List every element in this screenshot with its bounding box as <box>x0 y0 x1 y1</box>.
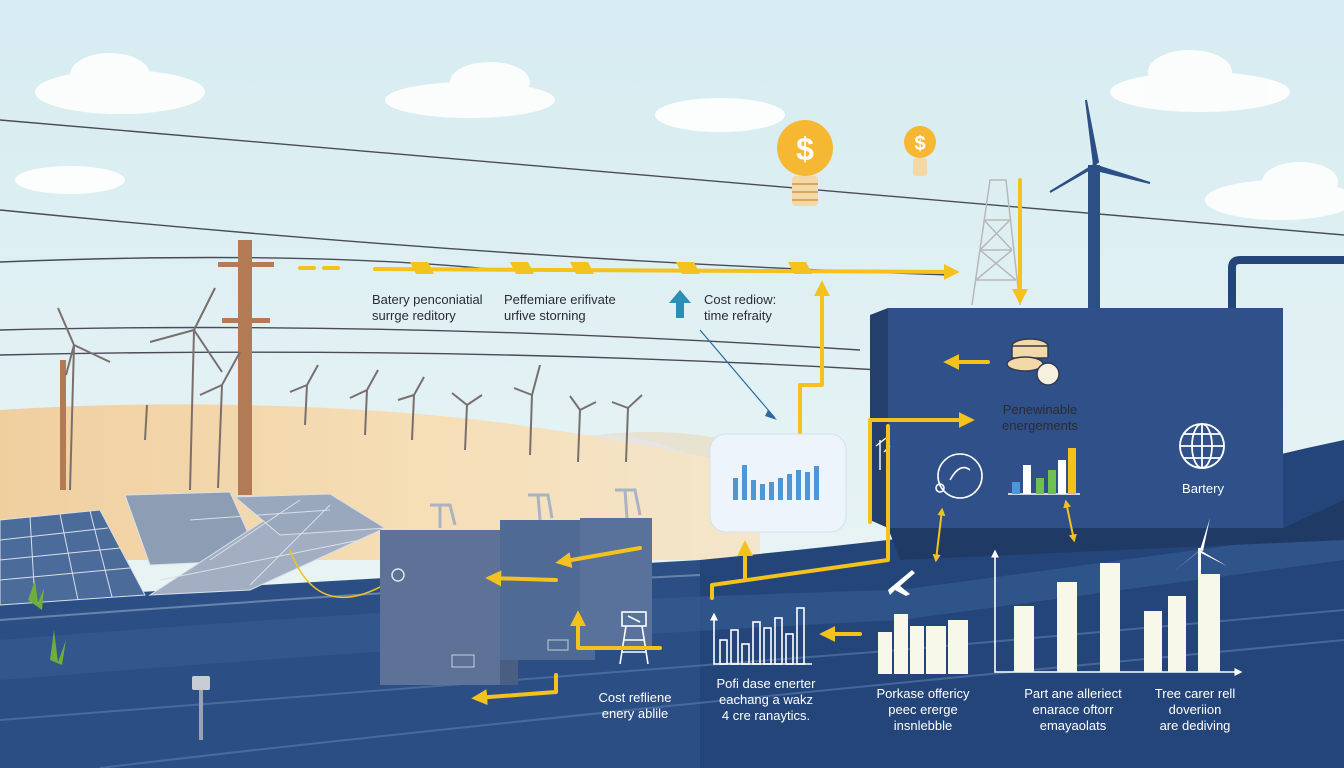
lattice-tower <box>971 179 1021 306</box>
meter-post <box>192 676 210 740</box>
part-alert-label: Part ane alleriect enarace oftorr emayao… <box>1010 686 1136 734</box>
coins-icon <box>1006 338 1060 386</box>
label-line: enery ablile <box>601 706 669 721</box>
svg-text:$: $ <box>914 133 925 155</box>
tree-career-label: Tree carer rell doveriion are dediving <box>1138 686 1252 734</box>
flow-arrows <box>298 178 1077 706</box>
dollar-bulb-icon: $ $ <box>777 120 936 206</box>
axis-bar-chart <box>991 549 1243 676</box>
power-pole <box>60 240 274 495</box>
label-line: energements <box>1002 418 1078 433</box>
airplane-icon <box>888 570 915 596</box>
label-line: emayaolats <box>1039 718 1107 733</box>
road-band <box>0 530 1344 680</box>
svg-text:$: $ <box>796 131 814 167</box>
battery-label: Bartery <box>1168 481 1238 497</box>
callout-pointer <box>699 329 776 419</box>
label-line: Batery penconiatial <box>372 292 483 307</box>
solar-panel-icon <box>0 491 387 606</box>
label-line: insnlebble <box>893 718 953 733</box>
label-line: are dediving <box>1159 718 1231 733</box>
globe-icon <box>1179 423 1225 469</box>
label-line: eachang a wakz <box>719 692 813 707</box>
dashboard-chart-icon <box>709 433 847 533</box>
up-arrow-icon <box>669 290 691 318</box>
performance-private-label: Peffemiare erifivate urfive storning <box>504 292 616 324</box>
pipe <box>1228 256 1344 310</box>
label-line: enarace oftorr <box>1032 702 1114 717</box>
label-line: Bartery <box>1182 481 1224 496</box>
wind-turbine-icon <box>1173 518 1227 574</box>
bg-turbines <box>57 287 643 491</box>
power-lines <box>0 119 1344 371</box>
label-line: Part ane alleriect <box>1024 686 1122 701</box>
label-line: Porkase offericy <box>876 686 970 701</box>
label-line: time refraity <box>704 308 772 323</box>
label-line: doveriion <box>1168 702 1222 717</box>
clouds <box>15 50 1344 220</box>
grass <box>28 580 66 665</box>
cost-reduction-label: Cost rediow: time refraity <box>704 292 776 324</box>
label-line: Pofi dase enerter <box>716 676 816 691</box>
battery-potential-label: Batery penconiatial surrge reditory <box>372 292 483 324</box>
purchase-efficiency-label: Porkase offericy peec ererge insnlebble <box>866 686 980 734</box>
label-line: 4 cre ranaytics. <box>721 708 811 723</box>
label-line: Penewinable <box>1002 402 1078 417</box>
wind-turbine-large <box>1049 99 1151 310</box>
battery-cabinets <box>380 488 652 685</box>
label-line: Tree carer rell <box>1154 686 1236 701</box>
filled-bar-chart <box>878 614 968 674</box>
meter-icon <box>619 611 649 665</box>
label-line: urfive storning <box>504 308 586 323</box>
outline-bar-chart <box>710 607 812 665</box>
storage-box <box>870 308 1344 560</box>
label-line: Cost rediow: <box>704 292 777 307</box>
label-line: peec ererge <box>888 702 958 717</box>
label-line: Peffemiare erifivate <box>504 292 616 307</box>
cost-resilience-label: Cost refliene enery ablile <box>582 690 688 722</box>
peak-energy-label: Pofi dase enerter eachang a wakz 4 cre r… <box>703 676 829 724</box>
label-line: surrge reditory <box>372 308 456 323</box>
box-bar-chart <box>1008 448 1080 495</box>
arrow-chevrons <box>410 262 812 274</box>
renewable-label: Penewinable energements <box>984 402 1096 434</box>
label-line: Cost refliene <box>598 690 672 705</box>
gauge-icon <box>935 453 983 499</box>
